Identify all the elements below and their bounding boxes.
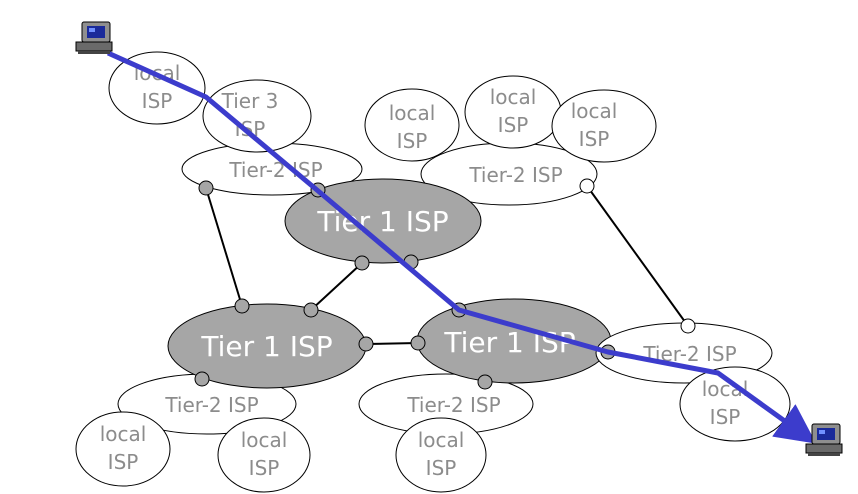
tier2-isp-top-right: Tier-2 ISP <box>420 142 598 206</box>
tier2-isp-bottom-middle: Tier-2 ISP <box>358 373 534 435</box>
local-isp-top-right-2: local ISP <box>464 75 562 149</box>
router-dot <box>579 178 595 194</box>
router-dot <box>680 318 696 334</box>
router-dot <box>234 298 250 314</box>
link-tier2-right-to-tier2-bottom-right <box>586 185 689 327</box>
tier2-isp-label: Tier-2 ISP <box>228 158 322 182</box>
isp-label: ISP <box>142 89 173 113</box>
link-tier2-left-to-tier1-bottom-left <box>205 187 243 307</box>
local-isp-label: local <box>490 85 537 109</box>
router-dot <box>198 180 214 196</box>
tier3-label-line1: Tier 3 <box>221 89 279 113</box>
tier2-isp-label: Tier-2 ISP <box>406 393 500 417</box>
local-isp-label: local <box>571 99 618 123</box>
local-isp-bottom-right: local ISP <box>679 366 791 442</box>
router-dot <box>194 371 210 387</box>
tier1-isp-label: Tier 1 ISP <box>316 205 448 238</box>
local-isp-label: local <box>241 428 288 452</box>
isp-label: ISP <box>710 405 741 429</box>
computer-icon <box>805 423 843 456</box>
isp-label: ISP <box>108 450 139 474</box>
local-isp-bottom-left-2: local ISP <box>217 417 311 493</box>
local-isp-top-right-1: local ISP <box>364 88 460 162</box>
isp-label: ISP <box>498 113 529 137</box>
local-isp-label: local <box>389 101 436 125</box>
tier1-isp-label: Tier 1 ISP <box>443 326 575 359</box>
computer-icon <box>75 21 113 54</box>
router-dot <box>410 335 426 351</box>
link-tier1-top-to-tier1-bottom-left <box>310 262 363 311</box>
tier3-label-line2: ISP <box>235 117 266 141</box>
tier1-isp-label: Tier 1 ISP <box>200 330 332 363</box>
isp-label: ISP <box>249 456 280 480</box>
tier1-isp-bottom-right: Tier 1 ISP <box>416 298 612 384</box>
router-dot <box>303 302 319 318</box>
tier2-isp-label: Tier-2 ISP <box>468 163 562 187</box>
router-dot <box>477 374 493 390</box>
router-dot <box>354 255 370 271</box>
tier2-isp-label: Tier-2 ISP <box>164 393 258 417</box>
isp-label: ISP <box>397 129 428 153</box>
end-to-end-path <box>106 50 817 444</box>
isp-label: ISP <box>426 456 457 480</box>
local-isp-bottom-middle: local ISP <box>395 417 487 493</box>
local-isp-label: local <box>100 422 147 446</box>
local-isp-top-right-3: local ISP <box>551 89 657 163</box>
local-isp-bottom-left-1: local ISP <box>75 411 171 487</box>
tier2-isp-top-left: Tier-2 ISP <box>181 142 363 196</box>
isp-label: ISP <box>579 127 610 151</box>
local-isp-label: local <box>418 428 465 452</box>
tier1-isp-bottom-left: Tier 1 ISP <box>167 303 367 389</box>
link-tier1-bottom-left-to-right <box>365 342 419 345</box>
router-dot <box>358 336 374 352</box>
